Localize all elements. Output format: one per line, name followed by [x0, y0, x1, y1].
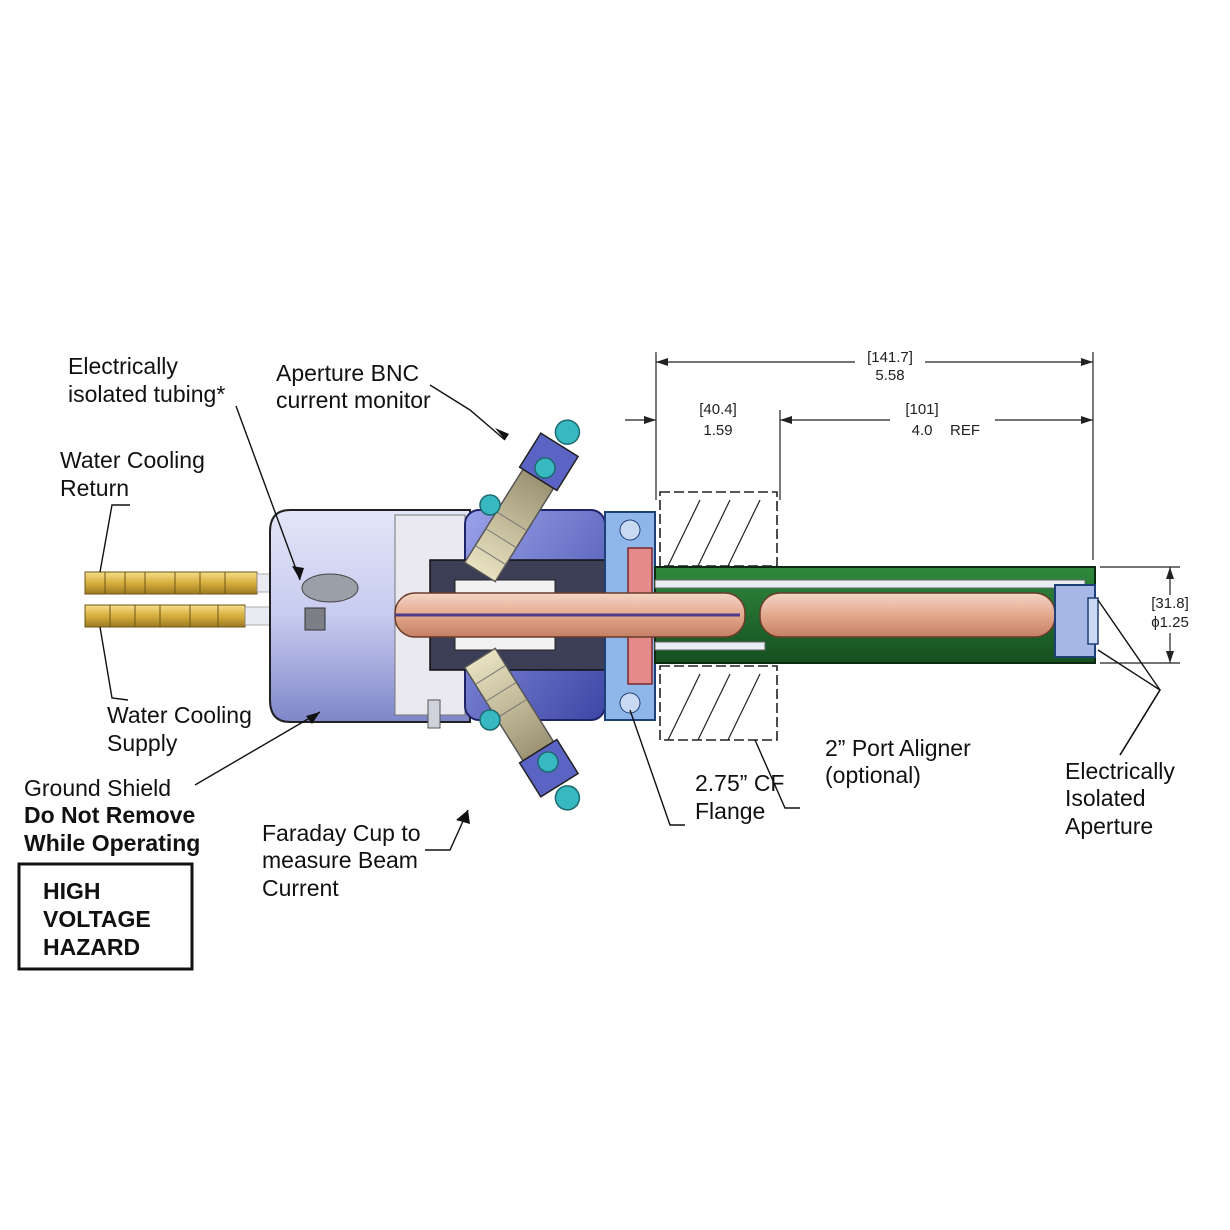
dimension-lines [625, 352, 1180, 664]
connector-cap-icon [479, 709, 501, 731]
dim-tube-mm: [101] [905, 401, 938, 418]
svg-text:Aperture BNC: Aperture BNC [276, 360, 419, 386]
svg-text:Isolated: Isolated [1065, 785, 1146, 811]
warning-line: HIGH [43, 878, 101, 904]
dim-tube-in: 4.0 [912, 422, 933, 439]
label-faraday-cup: Faraday Cup to measure Beam Current [262, 820, 421, 901]
warning-line: HAZARD [43, 934, 140, 960]
svg-text:(optional): (optional) [825, 762, 921, 788]
dim-diameter-mm: [31.8] [1151, 595, 1189, 612]
high-voltage-warning-box: HIGH VOLTAGE HAZARD [17, 862, 194, 971]
svg-text:Flange: Flange [695, 798, 765, 824]
label-isolated-aperture: Electrically Isolated Aperture [1065, 758, 1175, 839]
svg-text:While Operating: While Operating [24, 830, 200, 856]
svg-text:Electrically: Electrically [1065, 758, 1175, 784]
label-ground-shield: Ground Shield Do Not Remove While Operat… [24, 775, 200, 856]
svg-text:Water Cooling: Water Cooling [60, 447, 205, 473]
connector-cap-icon [534, 457, 556, 479]
svg-text:Do Not Remove: Do Not Remove [24, 802, 195, 828]
dim-tube-ref: REF [950, 422, 980, 439]
svg-text:Aperture: Aperture [1065, 813, 1153, 839]
svg-text:Current: Current [262, 875, 339, 901]
connector-cap-icon [479, 494, 501, 516]
faraday-cup-tube [394, 592, 1056, 638]
svg-text:isolated tubing*: isolated tubing* [68, 381, 225, 407]
label-isolated-tubing: Electrically isolated tubing* [68, 353, 225, 407]
svg-text:2.75” CF: 2.75” CF [695, 770, 784, 796]
dimension-text: [141.7] 5.58 [40.4] 1.59 [101] 4.0 REF [… [699, 349, 1189, 631]
isolated-aperture-cap [1054, 584, 1099, 658]
svg-text:Ground Shield: Ground Shield [24, 775, 171, 801]
dim-diameter-in: ϕ1.25 [1151, 614, 1189, 631]
label-cooling-return: Water Cooling Return [60, 447, 205, 501]
svg-text:Electrically: Electrically [68, 353, 178, 379]
svg-text:Return: Return [60, 475, 129, 501]
warning-line: VOLTAGE [43, 906, 151, 932]
label-cf-flange: 2.75” CF Flange [695, 770, 784, 824]
apparatus [84, 419, 1099, 811]
label-cooling-supply: Water Cooling Supply [107, 702, 252, 756]
svg-text:Water Cooling: Water Cooling [107, 702, 252, 728]
svg-text:2” Port Aligner: 2” Port Aligner [825, 735, 971, 761]
svg-text:Faraday Cup to: Faraday Cup to [262, 820, 421, 846]
label-port-aligner: 2” Port Aligner (optional) [825, 735, 971, 788]
leader-lines [99, 384, 1161, 851]
port-aligner [659, 491, 778, 741]
dim-flange-mm: [40.4] [699, 401, 737, 418]
dim-overall-in: 5.58 [875, 367, 904, 384]
svg-text:measure Beam: measure Beam [262, 847, 418, 873]
connector-cap-icon [537, 751, 559, 773]
label-aperture-bnc: Aperture BNC current monitor [276, 360, 431, 413]
svg-text:Supply: Supply [107, 730, 178, 756]
dim-flange-in: 1.59 [703, 422, 732, 439]
dim-overall-mm: [141.7] [867, 349, 913, 366]
svg-text:current monitor: current monitor [276, 387, 431, 413]
